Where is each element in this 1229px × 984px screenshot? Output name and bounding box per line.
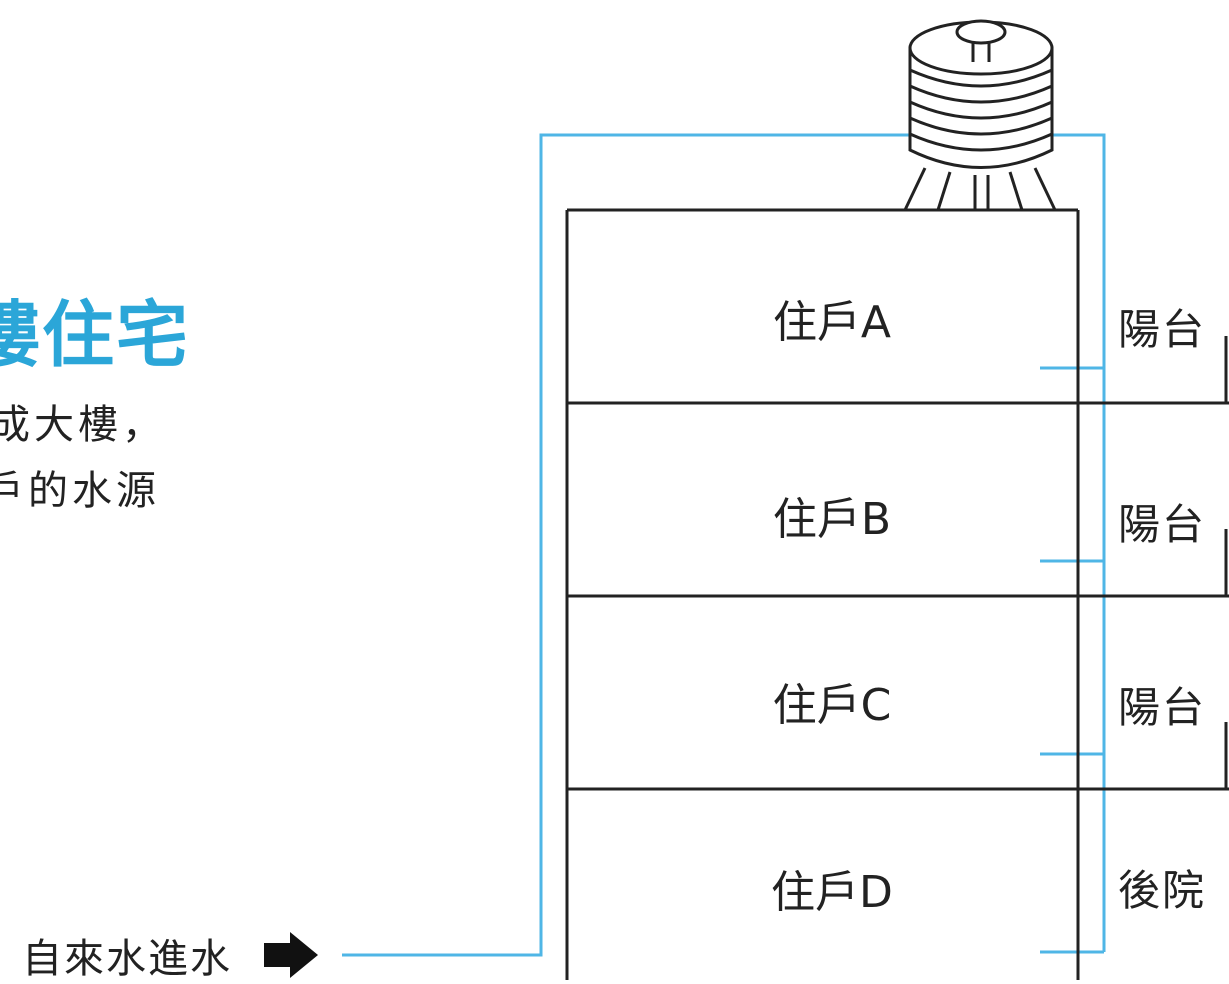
unit-a-side-label: 陽台 [1118,305,1207,354]
water-inlet-label: 自來水進水 [22,936,232,982]
unit-d-label: 住戶D [771,867,893,918]
subtitle-line-1: 成大樓， [0,402,166,448]
building-outline [565,208,1229,980]
unit-c-label: 住戶C [772,680,892,731]
subtitle-line-2: 戶的水源 [0,468,160,514]
riser-pipe [1052,133,1106,952]
unit-c-side-label: 陽台 [1118,683,1207,732]
inlet-pipe [342,133,910,957]
water-tank-icon [903,19,1057,211]
water-pipes [342,133,1106,957]
right-arrow-icon [264,932,318,978]
unit-d-side-label: 後院 [1118,866,1207,915]
unit-b-label: 住戶B [772,494,892,545]
unit-a-label: 住戶A [772,297,892,348]
unit-b-side-label: 陽台 [1118,500,1207,549]
diagram-title: 樓住宅 [0,293,191,377]
